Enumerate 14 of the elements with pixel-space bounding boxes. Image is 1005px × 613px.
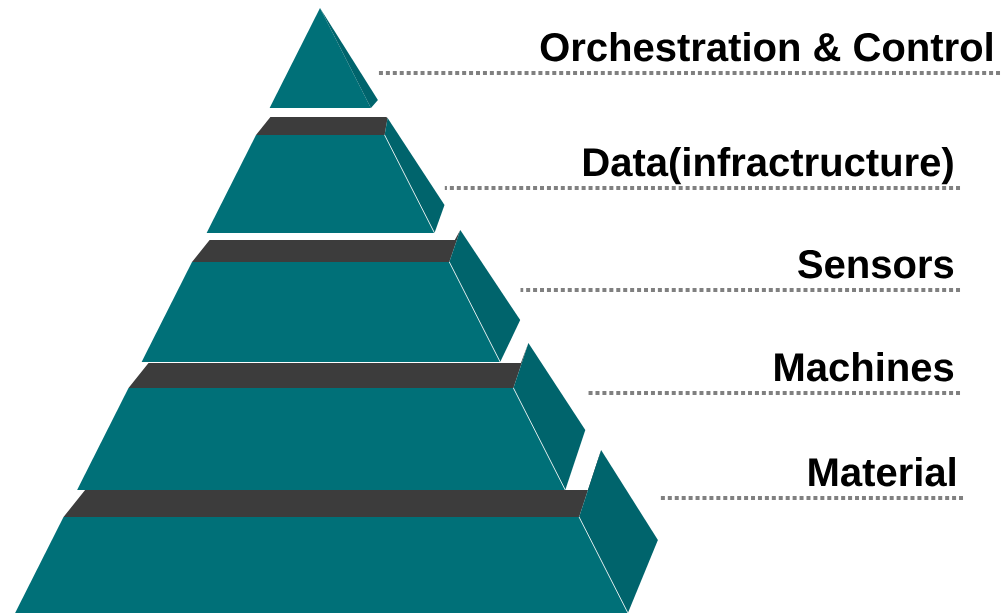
leader-line <box>378 71 1000 75</box>
pyramid-tier <box>206 117 445 234</box>
pyramid-tier <box>269 8 378 108</box>
layer-label: Machines <box>775 352 954 382</box>
layer-label: Material <box>809 457 955 487</box>
leader-line <box>444 186 960 190</box>
pyramid-tier <box>77 343 586 491</box>
pyramid-tier <box>141 230 521 363</box>
leader-line <box>658 496 963 500</box>
layer-label: Orchestration & Control <box>540 32 992 62</box>
layer-label: Sensors <box>798 250 954 279</box>
pyramid-tier <box>15 450 658 613</box>
leader-line <box>520 288 960 292</box>
layer-label: Data(infractructure) <box>584 147 953 185</box>
